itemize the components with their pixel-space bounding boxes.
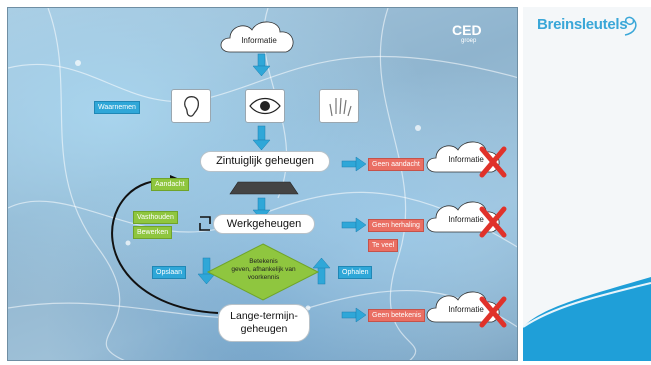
flow-arrows xyxy=(111,21,507,328)
diamond-line: Betekenis xyxy=(249,258,278,265)
bewerken-label: Bewerken xyxy=(133,226,173,239)
diamond-text: Betekenis geven, afhankelijk van voorken… xyxy=(221,258,306,282)
sidebar-panel: Breinsleutels xyxy=(523,7,651,361)
top-cloud-icon xyxy=(220,21,294,53)
hand-icon xyxy=(319,89,359,123)
te-veel-label: Te veel xyxy=(368,239,399,252)
cloud-label-1: Informatie xyxy=(448,155,484,164)
lange-termijn-geheugen-node: Lange-termijn- geheugen xyxy=(218,304,310,342)
swirl-icon xyxy=(624,16,637,36)
lt-line: Lange-termijn- xyxy=(230,310,298,322)
cycle-icon xyxy=(199,216,211,231)
ced-logo-sub: groep xyxy=(461,38,477,44)
ophalen-label: Ophalen xyxy=(338,266,373,279)
eye-icon xyxy=(245,89,285,123)
opslaan-label: Opslaan xyxy=(152,266,187,279)
diamond-line: voorkennis xyxy=(247,274,280,281)
cloud-label-3: Informatie xyxy=(448,305,484,314)
vasthouden-label: Vasthouden xyxy=(133,211,178,224)
geen-aandacht-label: Geen aandacht xyxy=(368,158,424,171)
brand-title: Breinsleutels xyxy=(537,16,628,33)
werkgeheugen-node: Werkgeheugen xyxy=(213,214,315,234)
cross-icon xyxy=(479,296,507,328)
geen-herhaling-label: Geen herhaling xyxy=(368,219,424,232)
cloud-label-2: Informatie xyxy=(448,215,484,224)
aandacht-label: Aandacht xyxy=(151,178,189,191)
diamond-shape xyxy=(206,243,320,301)
top-cloud-label: Informatie xyxy=(241,36,277,45)
wave-decoration xyxy=(523,277,651,361)
ear-icon xyxy=(171,89,211,123)
lt-line: geheugen xyxy=(240,323,288,335)
diagram-slide: CED groep Informatie Waarnemen Zintuigli… xyxy=(7,7,518,361)
zintuiglijk-geheugen-node: Zintuiglijk geheugen xyxy=(200,151,330,172)
geen-betekenis-label: Geen betekenis xyxy=(368,309,426,322)
cross-icon xyxy=(479,206,507,238)
diamond-line: geven, afhankelijk van xyxy=(231,266,296,273)
waarnemen-label: Waarnemen xyxy=(94,101,140,114)
ced-logo: CED xyxy=(452,22,482,38)
cross-icon xyxy=(479,146,507,178)
